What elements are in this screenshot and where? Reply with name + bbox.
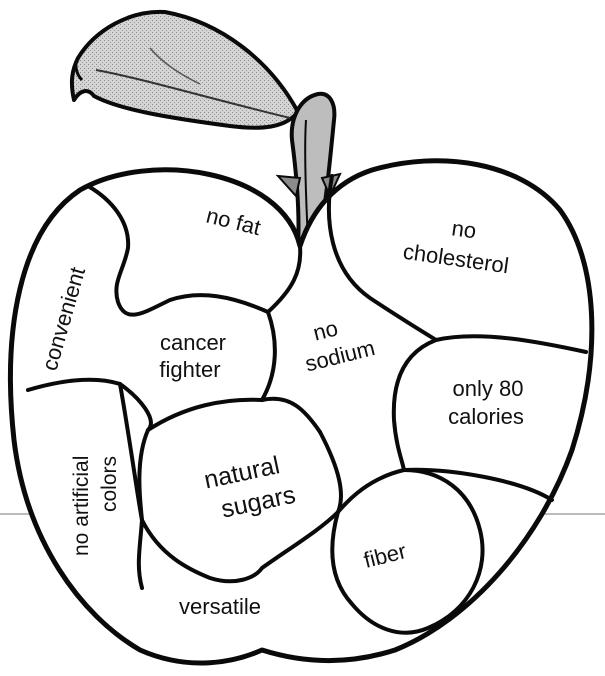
label-no-cholesterol-line1: no <box>450 215 478 243</box>
label-cancer-fighter-line1: cancer <box>160 330 226 355</box>
label-only-80-calories-line1: only 80 <box>453 376 524 401</box>
label-cancer-fighter-line2: fighter <box>159 357 220 382</box>
label-versatile: versatile <box>179 594 261 619</box>
label-no-artificial-colors-line1: no artificial <box>70 456 93 556</box>
label-only-80-calories-line2: calories <box>448 404 524 429</box>
label-no-artificial-colors-line2: colors <box>98 456 121 512</box>
leaf-icon <box>72 12 298 128</box>
